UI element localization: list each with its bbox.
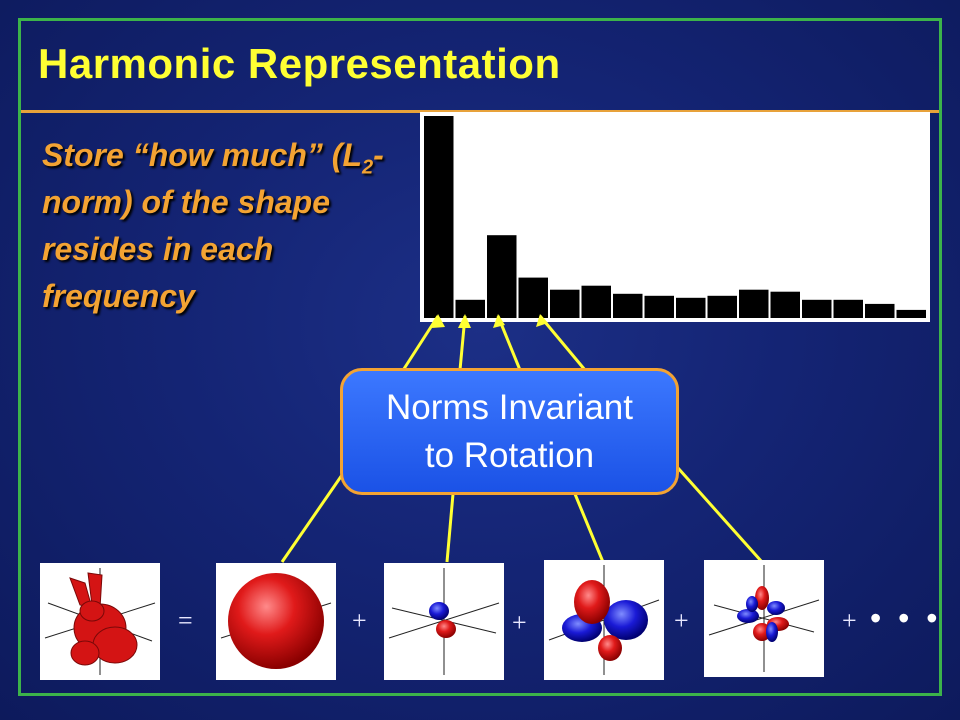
octupole-harmonic-icon	[704, 560, 824, 677]
histogram-bar	[802, 299, 832, 318]
histogram-bar	[739, 289, 769, 318]
histogram-bar	[487, 235, 517, 318]
subtitle-part1: Store “how much” (L	[42, 137, 362, 173]
histogram-bar	[581, 285, 611, 318]
rotation-invariance-callout: Norms Invariant to Rotation	[340, 368, 679, 495]
histogram-bar	[644, 295, 674, 318]
plus-sign: +	[674, 606, 689, 635]
connector-line	[538, 315, 587, 371]
callout-line-1: Norms Invariant	[385, 387, 634, 427]
connector-line	[573, 493, 605, 563]
connector-line	[676, 467, 764, 563]
histogram-bar	[676, 297, 706, 318]
connector-line	[280, 474, 344, 563]
connector-line	[445, 493, 455, 563]
histogram-bar	[550, 289, 580, 318]
quadrupole-harmonic-icon	[544, 560, 664, 680]
histogram-bar	[707, 295, 737, 318]
subtitle-subscript: 2	[362, 156, 374, 179]
bunny-model-icon	[40, 563, 160, 680]
histogram-bar	[518, 277, 548, 318]
histogram-bar	[424, 116, 454, 318]
frequency-histogram	[420, 112, 930, 322]
sphere-harmonic-icon	[216, 563, 336, 680]
arrowhead	[536, 314, 548, 327]
subtitle-part2: -norm) of the shape resides in each freq…	[42, 137, 384, 314]
dipole-harmonic-icon	[384, 563, 504, 680]
slide-frame	[18, 18, 942, 696]
histogram-bar	[770, 291, 800, 318]
continuation-dots: • • •	[870, 600, 942, 636]
histogram-bar	[896, 309, 926, 318]
histogram-bars	[424, 116, 926, 318]
histogram-bar	[833, 299, 863, 318]
callout-line-2: to Rotation	[424, 435, 595, 475]
arrowhead	[493, 314, 505, 328]
histogram-bar	[455, 299, 485, 318]
title-divider	[21, 110, 939, 113]
slide-title: Harmonic Representation	[38, 40, 561, 87]
arrowhead	[432, 314, 445, 328]
equals-sign: =	[178, 606, 193, 635]
histogram-bar	[613, 293, 643, 318]
arrowhead	[458, 314, 471, 328]
connector-line	[398, 315, 440, 376]
plus-sign: +	[512, 608, 527, 637]
histogram-bar	[865, 303, 895, 318]
plus-sign: +	[352, 606, 367, 635]
plus-sign: +	[842, 606, 857, 635]
subtitle-text: Store “how much” (L2-norm) of the shape …	[42, 132, 422, 320]
